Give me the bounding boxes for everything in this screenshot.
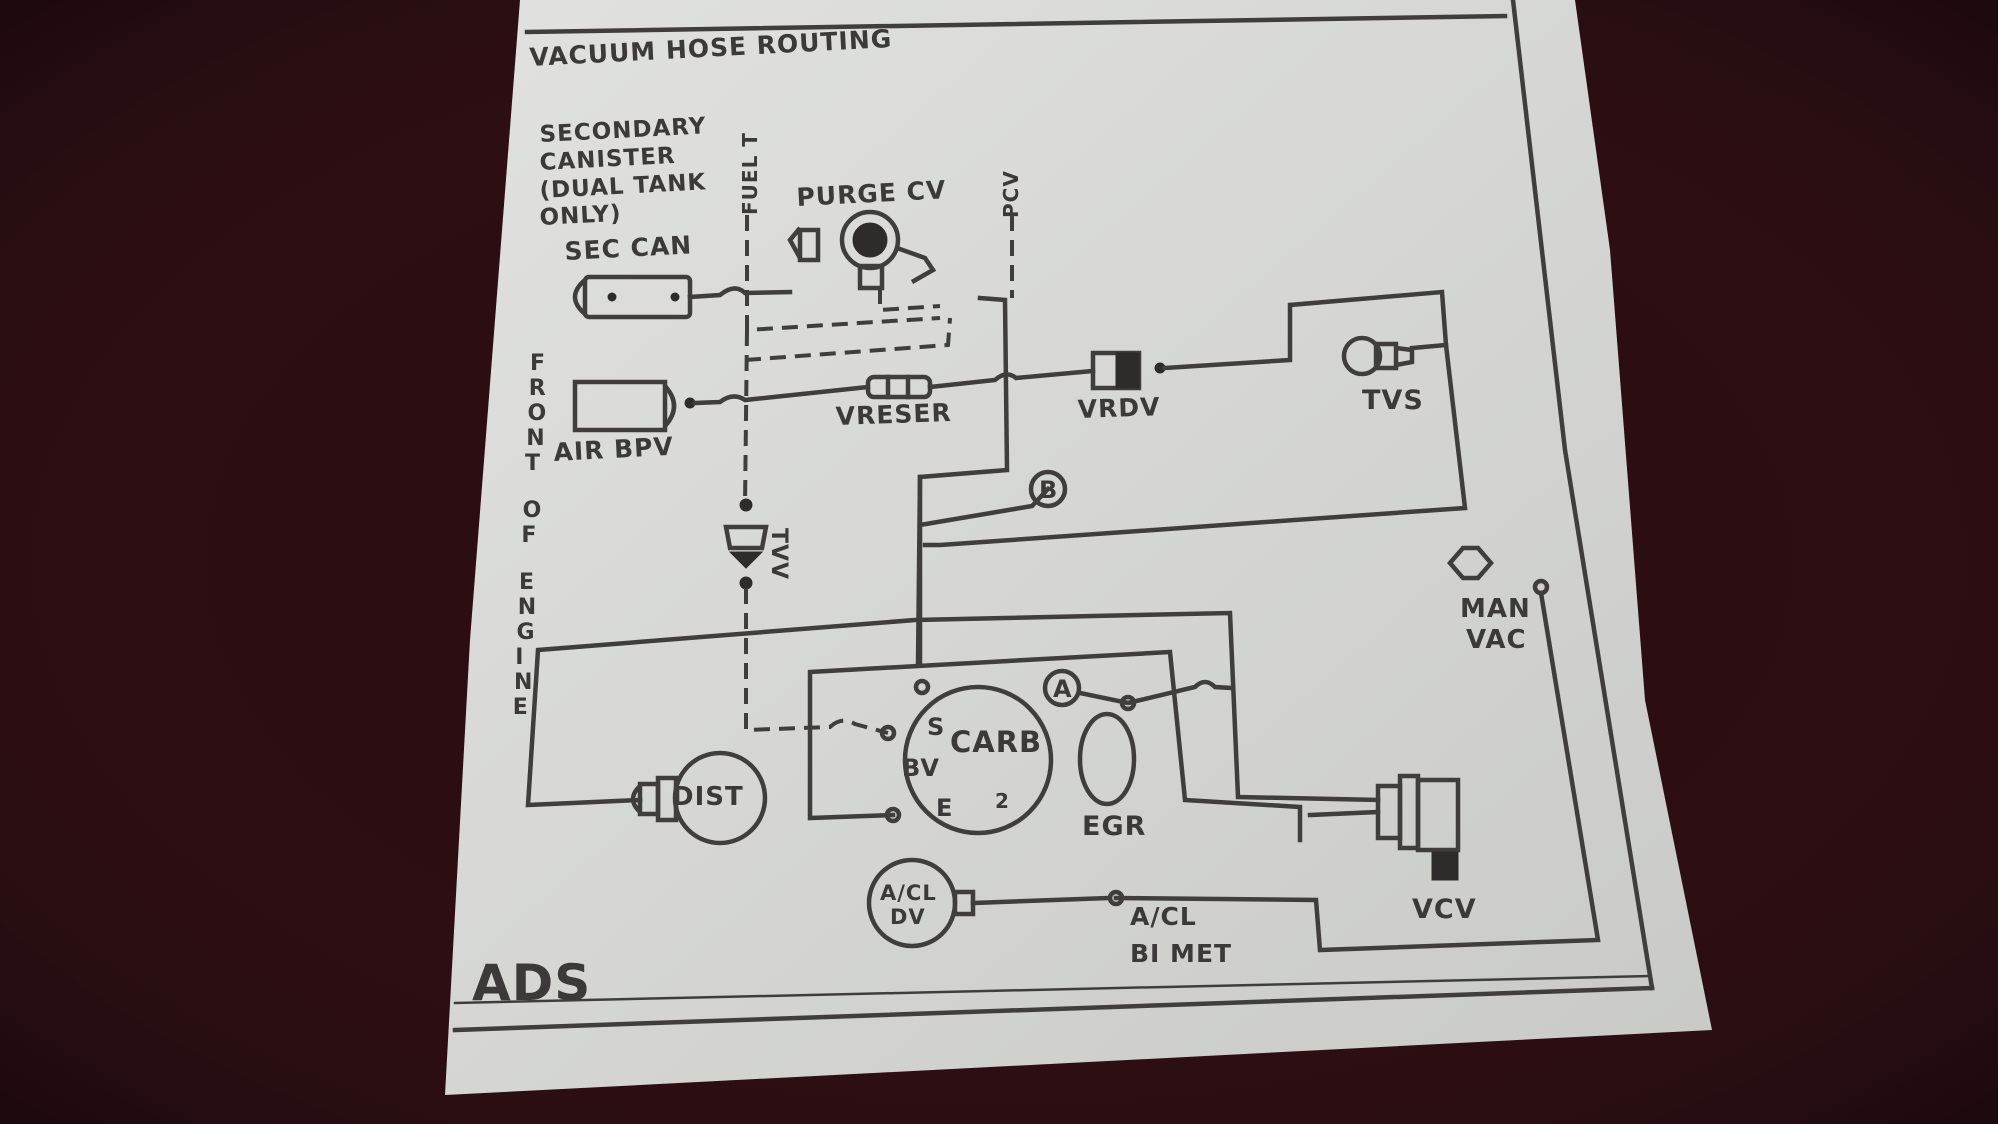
tvv-valve (723, 498, 769, 590)
acl-dv-label: A/CL DV (880, 881, 937, 929)
svg-text:VAC: VAC (1466, 625, 1527, 655)
front-of-engine-glyph: O (528, 401, 548, 426)
svg-text:A: A (1053, 675, 1073, 703)
front-of-engine-glyph: F (530, 351, 546, 376)
front-of-engine-glyph: T (525, 451, 541, 476)
man-vac-label: MAN VAC (1460, 594, 1531, 655)
dist-label: DIST (672, 782, 744, 812)
vacuum-hoses-dashed (743, 215, 1014, 735)
paper-sheet (445, 0, 1712, 1095)
air-bpv-label: AIR BPV (553, 432, 675, 467)
fuel-t-label: FUEL T (738, 132, 762, 215)
svg-text:MAN: MAN (1460, 594, 1531, 624)
carb-number-label: 2 (995, 789, 1010, 813)
svg-text:ONLY): ONLY) (539, 201, 622, 231)
vacuum-hoses (525, 286, 1601, 953)
front-of-engine-glyph: G (517, 620, 536, 645)
front-of-engine-glyph: O (523, 498, 543, 523)
svg-text:A/CL: A/CL (880, 881, 937, 905)
front-of-engine-glyph: E (513, 695, 529, 720)
carb (879, 678, 1054, 836)
vcv-label: VCV (1412, 894, 1477, 925)
front-of-engine-glyph: E (519, 570, 535, 595)
tvs-switch (1341, 335, 1415, 377)
front-of-engine-glyph: R (529, 376, 547, 401)
border-right (1510, 0, 1655, 991)
egr-label: EGR (1082, 811, 1146, 842)
carb-s-label: S (927, 713, 945, 741)
front-of-engine-glyph: N (514, 670, 533, 695)
point-a: A (1042, 668, 1082, 708)
ads-label: ADS (472, 954, 591, 1012)
air-bpv-valve (572, 379, 696, 433)
front-of-engine-glyph: N (526, 426, 545, 451)
svg-text:BI MET: BI MET (1130, 939, 1232, 968)
svg-text:DV: DV (890, 905, 926, 929)
pcv-label: PCV (999, 170, 1023, 218)
tvs-label: TVS (1362, 385, 1424, 416)
border-bottom (452, 985, 1655, 1033)
tvv-label: TVV (766, 528, 791, 580)
front-of-engine-glyph: F (521, 523, 537, 548)
acl-bimet-label: A/CL BI MET (1130, 902, 1232, 968)
vrdv-label: VRDV (1077, 392, 1161, 424)
svg-text:A/CL: A/CL (1130, 902, 1197, 931)
sec-can-label: SEC CAN (564, 230, 693, 266)
vcv-valve (1375, 773, 1461, 881)
carb-e-label: E (936, 794, 953, 822)
carb-label: CARB (950, 725, 1042, 759)
purge-cv-valve (787, 209, 937, 291)
front-of-engine-glyph: I (515, 645, 524, 670)
vreser-label: VRESER (835, 398, 952, 431)
front-of-engine-glyph: N (518, 595, 537, 620)
